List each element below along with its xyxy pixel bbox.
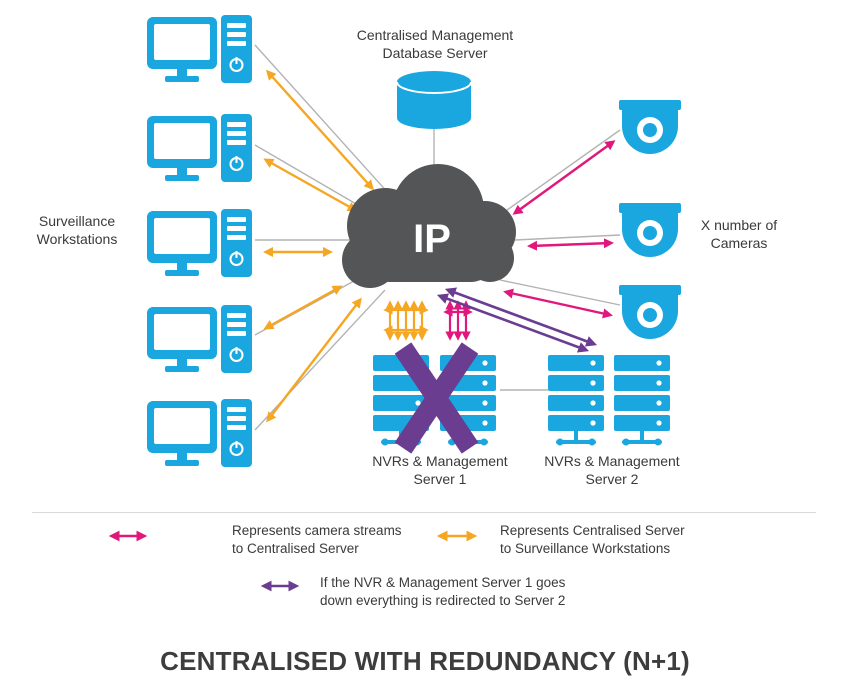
- legend-centralised: Represents Centralised Server to Surveil…: [500, 523, 685, 556]
- workstation-1: [146, 14, 253, 84]
- legend-camera-streams: Represents camera streams to Centralised…: [232, 523, 402, 556]
- server1-label: NVRs & Management Server 1: [372, 453, 508, 487]
- camera-2: [619, 203, 681, 257]
- server-2: [548, 355, 670, 446]
- legend-redundancy: If the NVR & Management Server 1 goes do…: [320, 575, 566, 608]
- server1-pink-arrows: [443, 300, 473, 341]
- cloud-icon: [342, 164, 516, 288]
- cloud-label: IP: [413, 217, 451, 261]
- orange-arrows: [262, 69, 375, 423]
- failure-x-mark: [394, 342, 479, 454]
- camera-3: [619, 285, 681, 339]
- pink-arrows: [503, 140, 616, 319]
- workstation-4: [146, 304, 253, 374]
- db-server-label: Centralised Management Database Server: [356, 27, 514, 61]
- page-title: CENTRALISED WITH REDUNDANCY (N+1): [160, 646, 690, 676]
- camera-1: [619, 100, 681, 154]
- cameras-label: X number of Cameras: [700, 217, 778, 251]
- workstations-label: Surveillance Workstations: [36, 213, 118, 247]
- server1-orange-arrows: [383, 300, 429, 341]
- workstation-3: [146, 208, 253, 278]
- purple-redirect-arrows: [436, 287, 598, 353]
- workstation-5: [146, 398, 253, 468]
- server2-label: NVRs & Management Server 2: [544, 453, 680, 487]
- database-icon: [396, 71, 472, 129]
- legend-divider: [32, 512, 816, 513]
- workstation-2: [146, 113, 253, 183]
